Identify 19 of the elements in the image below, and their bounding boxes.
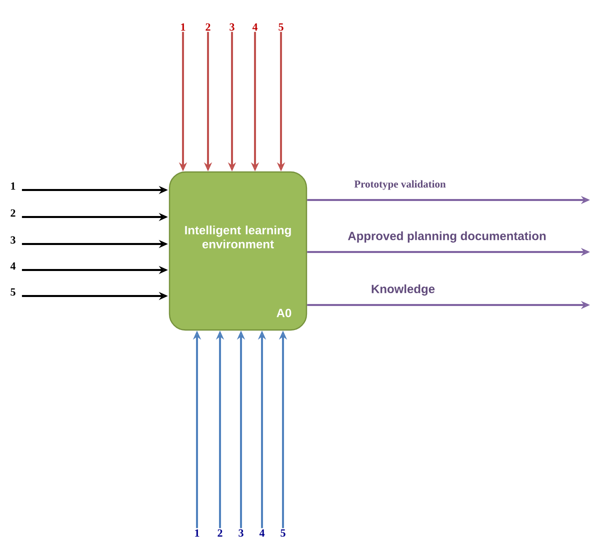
number-label: 5 — [280, 529, 286, 537]
edge-label: Knowledge — [372, 284, 435, 296]
number-label: 2 — [218, 529, 222, 537]
edge-label: Approved planning documentation — [348, 231, 546, 243]
number-label: 4 — [259, 529, 265, 537]
number-label: 5 — [10, 288, 16, 296]
number-label: 1 — [11, 182, 16, 190]
number-label: 2 — [10, 209, 16, 217]
number-label: 1 — [181, 23, 186, 31]
number-label: 4 — [10, 262, 16, 270]
edge-label: Prototype validation — [354, 180, 446, 190]
number-label: 3 — [230, 23, 234, 31]
number-label: 1 — [195, 529, 200, 537]
number-label: 4 — [252, 23, 258, 31]
number-label: 2 — [206, 23, 210, 31]
process-box: Intelligent learning environment A0 — [168, 171, 308, 331]
number-label: 3 — [10, 236, 16, 244]
number-label: 3 — [238, 529, 244, 537]
number-label: 5 — [278, 23, 284, 31]
